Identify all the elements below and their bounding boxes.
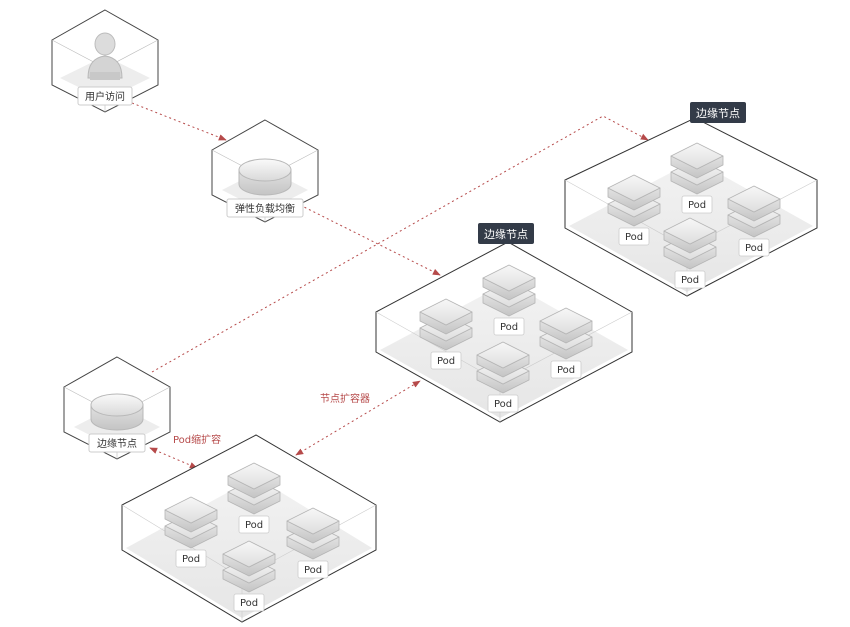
pod-item: Pod — [419, 298, 473, 370]
pod-label: Pod — [625, 232, 643, 243]
pod-item: Pod — [476, 341, 530, 413]
pod-item: Pod — [482, 264, 536, 336]
pod-label: Pod — [182, 554, 200, 565]
arrow-user-to-lb — [131, 102, 227, 141]
pod-label: Pod — [304, 565, 322, 576]
pod-label-box — [175, 549, 207, 568]
connectors — [131, 102, 649, 469]
pod-label: Pod — [240, 598, 258, 609]
pod-icon — [663, 217, 717, 270]
pod-icon — [419, 298, 473, 351]
node-scaler-label: 节点扩容器 — [320, 392, 370, 405]
cluster-right: 边缘节点 Pod Pod Pod Pod — [564, 102, 818, 297]
arrow-pod-scaler — [149, 447, 198, 469]
pod-label-box — [674, 270, 706, 289]
edge-node-small-label: 边缘节点 — [97, 437, 137, 450]
pod-item: Pod — [227, 462, 281, 534]
pod-item: Pod — [164, 496, 218, 568]
pod-icon — [607, 174, 661, 227]
pod-icon — [286, 507, 340, 560]
arrow-node-scaler — [295, 380, 421, 456]
pod-item: Pod — [222, 540, 276, 612]
edge-node-small: 边缘节点 — [63, 356, 171, 460]
pod-icon — [727, 185, 781, 238]
pod-icon — [164, 496, 218, 549]
cluster-middle: 边缘节点 Pod Pod Pod Pod — [375, 223, 633, 423]
pod-label: Pod — [681, 275, 699, 286]
pod-label: Pod — [500, 322, 518, 333]
pod-label-box — [487, 394, 519, 413]
pod-label-box — [618, 227, 650, 246]
pod-scaler-label: Pod缩扩容 — [173, 433, 221, 446]
pod-icon — [227, 462, 281, 515]
pod-label: Pod — [557, 365, 575, 376]
pod-label-box — [681, 195, 713, 214]
edge-node-icon — [90, 393, 144, 431]
pod-item: Pod — [670, 142, 724, 214]
cluster-right-tag-label: 边缘节点 — [696, 107, 740, 120]
pod-icon — [476, 341, 530, 394]
pod-icon — [539, 307, 593, 360]
pod-icon — [222, 540, 276, 593]
load-balancer-label: 弹性负载均衡 — [235, 202, 295, 215]
pod-label-box — [238, 515, 270, 534]
pod-item: Pod — [607, 174, 661, 246]
pod-icon — [482, 264, 536, 317]
pod-item: Pod — [286, 507, 340, 579]
pod-label: Pod — [245, 520, 263, 531]
pod-item: Pod — [663, 217, 717, 289]
user-icon — [87, 32, 123, 80]
cluster-middle-tag-label: 边缘节点 — [484, 228, 528, 241]
pod-label-box — [430, 351, 462, 370]
cluster-right-tag: 边缘节点 — [690, 102, 746, 123]
pod-icon — [670, 142, 724, 195]
load-balancer-icon — [238, 158, 292, 196]
pod-label-box — [297, 560, 329, 579]
arrow-lb-to-cluster — [299, 204, 441, 276]
pod-label-box — [738, 238, 770, 257]
pod-label-box — [550, 360, 582, 379]
load-balancer-node: 弹性负载均衡 — [211, 119, 319, 223]
pod-label: Pod — [688, 200, 706, 211]
cluster-bottom: Pod Pod Pod Pod — [121, 434, 377, 623]
pod-label: Pod — [437, 356, 455, 367]
pod-item: Pod — [727, 185, 781, 257]
pod-label-box — [493, 317, 525, 336]
user-access-node: 用户访问 — [51, 9, 159, 113]
pod-label: Pod — [494, 399, 512, 410]
pod-label-box — [233, 593, 265, 612]
pod-label: Pod — [745, 243, 763, 254]
user-access-label: 用户访问 — [85, 90, 125, 103]
pod-item: Pod — [539, 307, 593, 379]
cluster-middle-tag: 边缘节点 — [478, 223, 534, 244]
